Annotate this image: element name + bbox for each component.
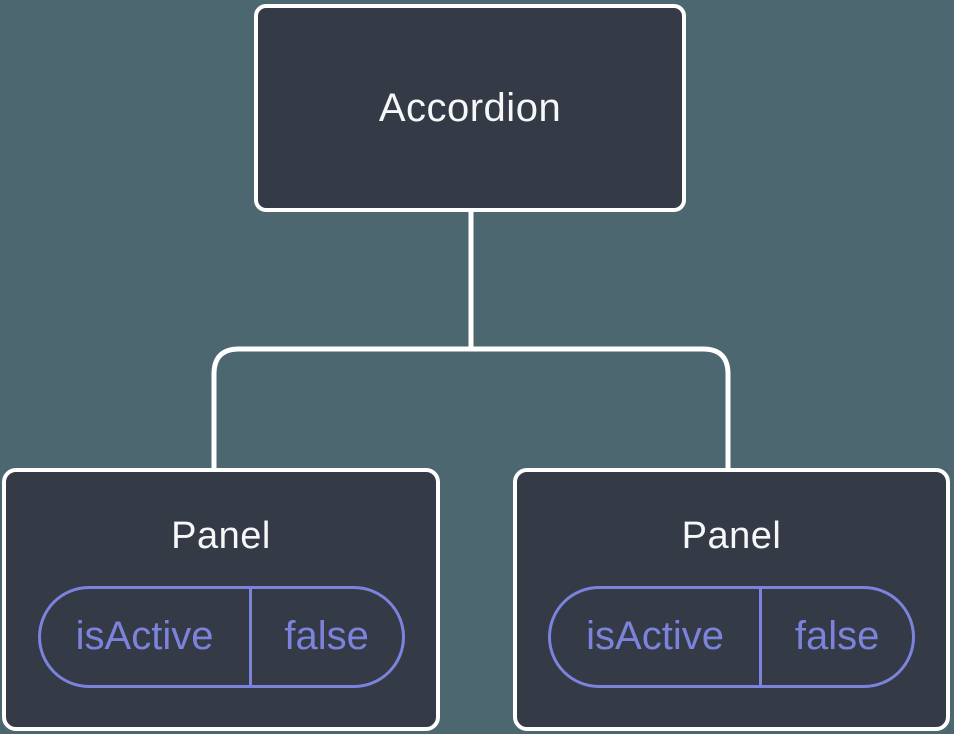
state-key: isActive: [551, 588, 763, 685]
accordion-node: Accordion: [254, 4, 686, 212]
panel-label: Panel: [171, 515, 271, 557]
state-key: isActive: [41, 588, 252, 685]
accordion-label: Accordion: [378, 85, 562, 130]
state-value: false: [794, 614, 880, 659]
panel-node-right: Panel isActive false: [513, 468, 950, 731]
state-pill: isActive false: [548, 585, 915, 688]
panel-node-left: Panel isActive false: [2, 468, 440, 731]
panel-label: Panel: [681, 515, 782, 557]
state-pill: isActive false: [37, 585, 405, 688]
connector-bracket: [211, 346, 731, 470]
state-value: false: [284, 614, 369, 659]
